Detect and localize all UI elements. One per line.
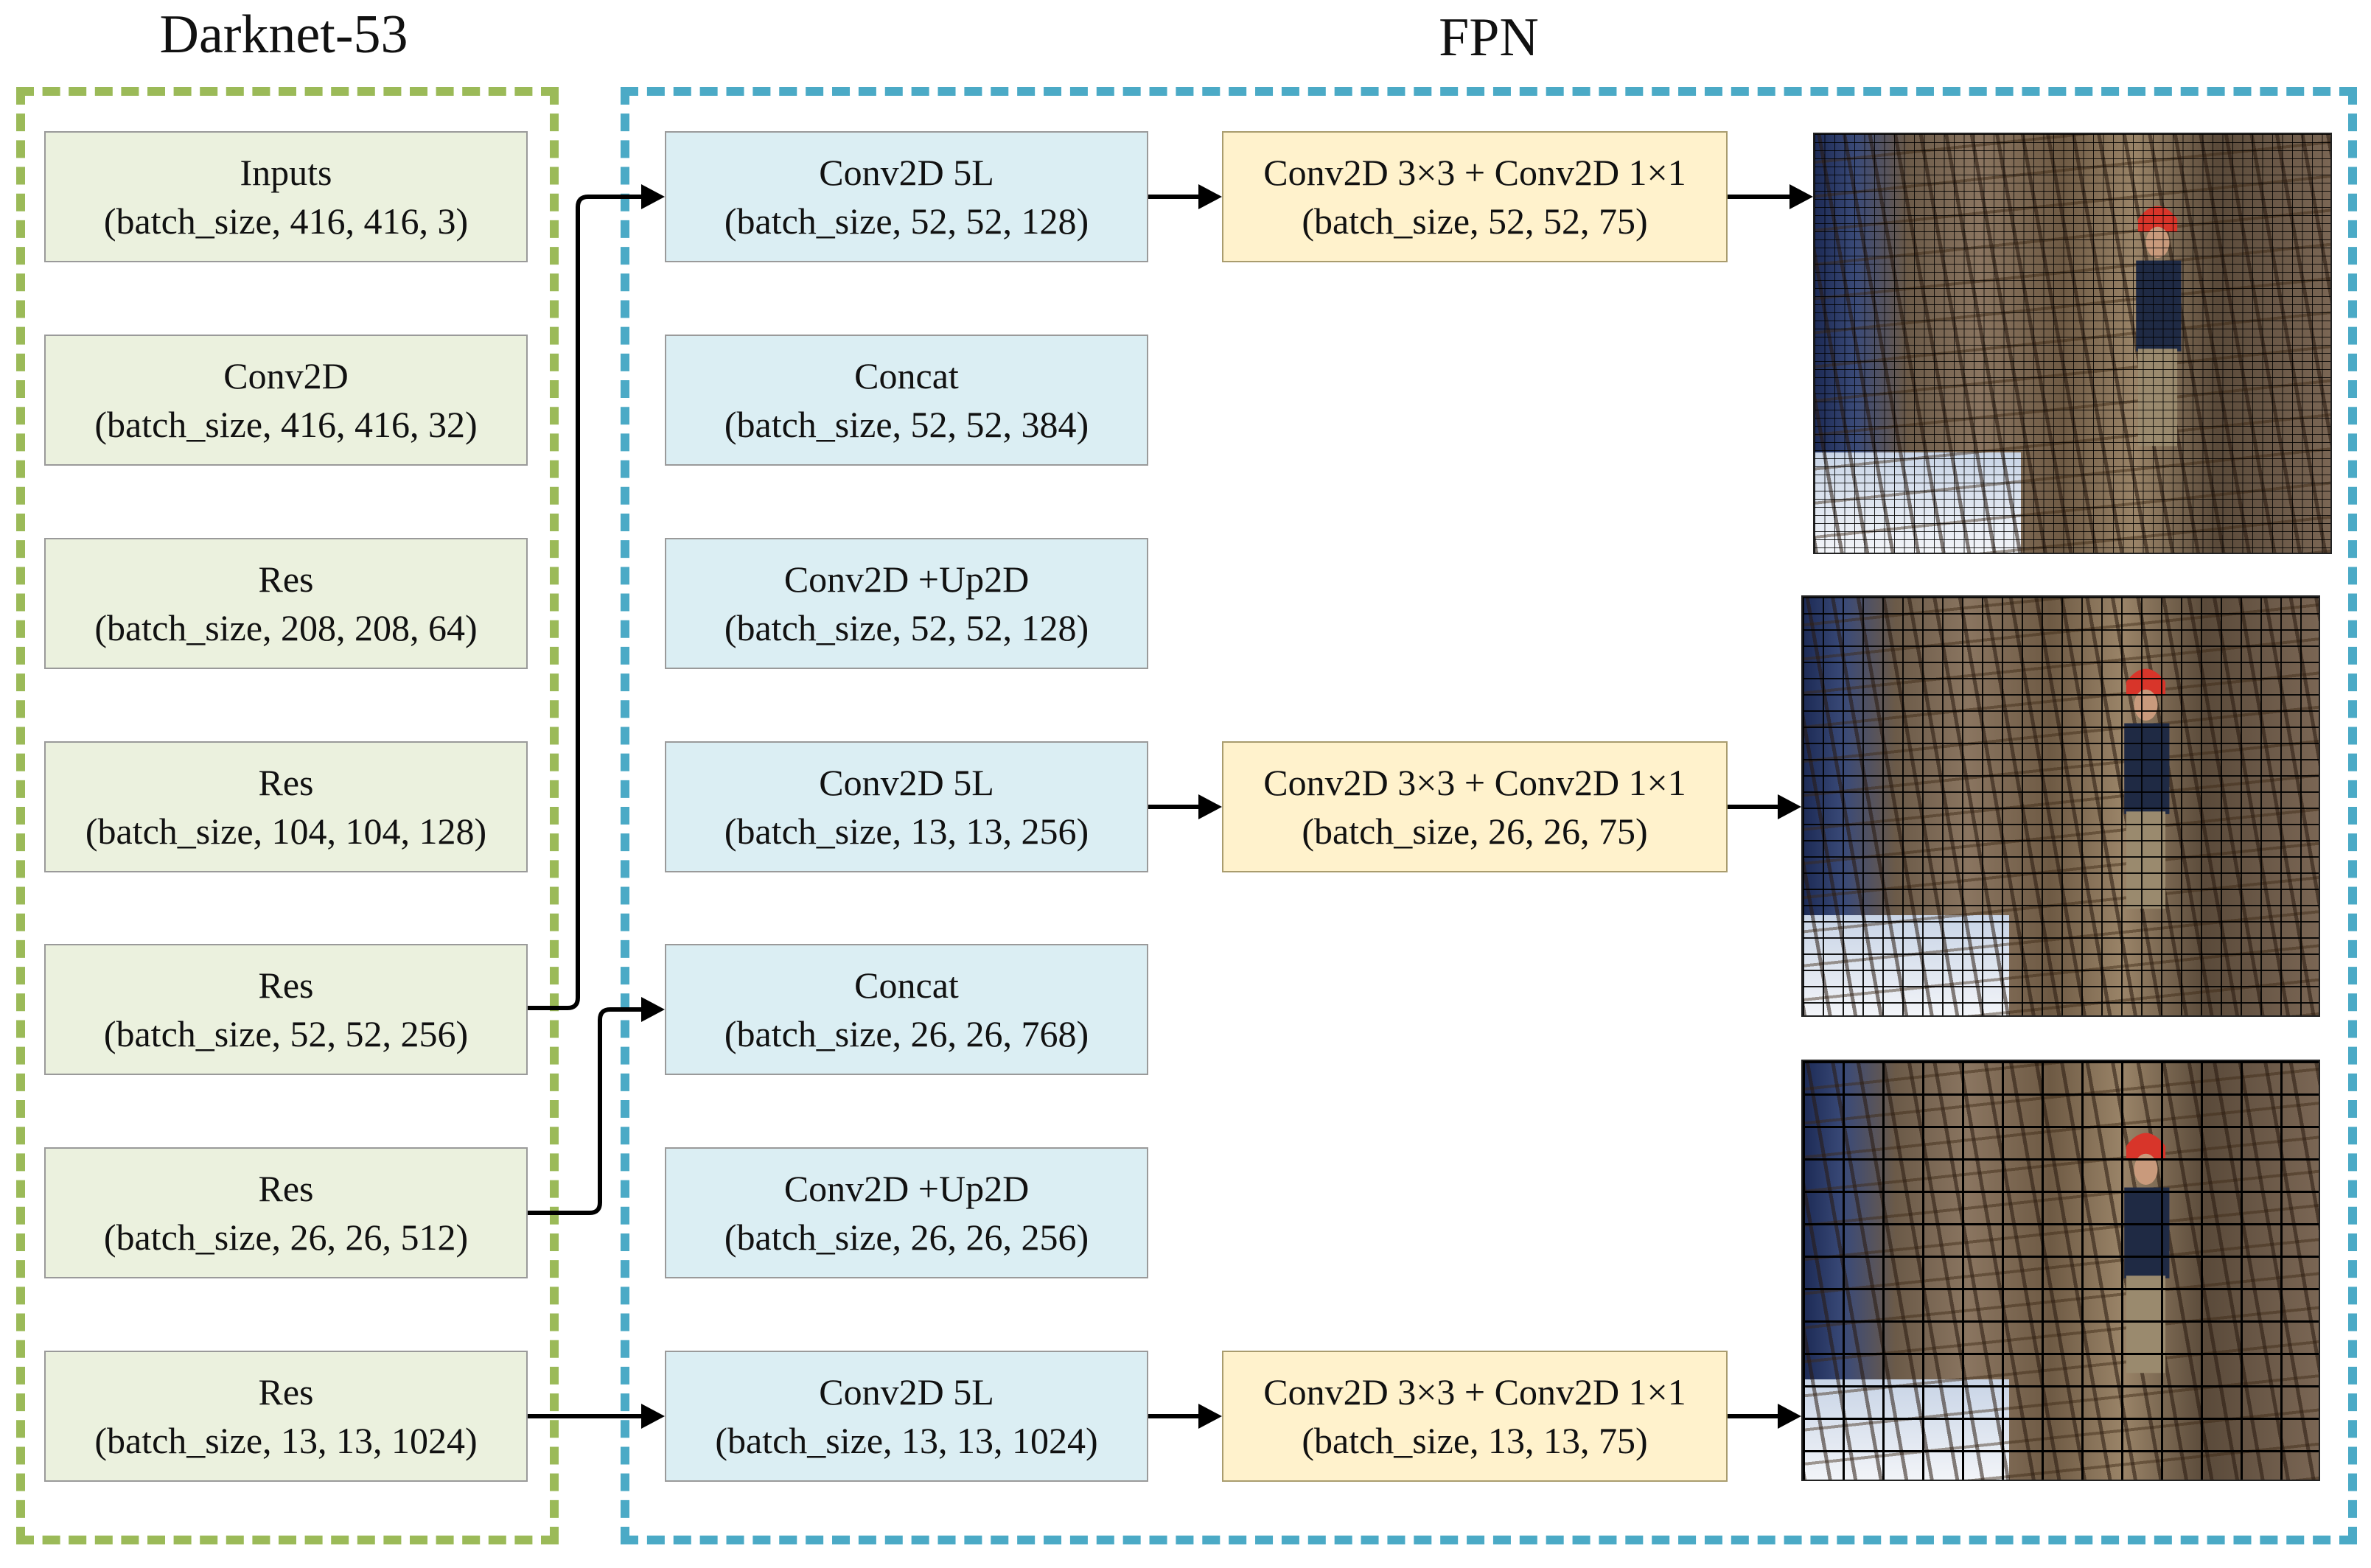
output-image-13-grid bbox=[1801, 1060, 2320, 1481]
fpn-box-conv5l-13: Conv2D 5L (batch_size, 13, 13, 1024) bbox=[665, 1351, 1148, 1482]
fpn-title: FPN bbox=[1439, 7, 1539, 68]
arrow-res52-to-conv5l-52 bbox=[528, 195, 643, 1010]
box-label: Conv2D bbox=[223, 355, 349, 396]
arrowhead bbox=[1778, 794, 1801, 819]
darknet-title: Darknet-53 bbox=[159, 4, 408, 65]
darknet-box-res-104: Res (batch_size, 104, 104, 128) bbox=[44, 741, 528, 872]
box-shape: (batch_size, 52, 52, 75) bbox=[1302, 200, 1648, 242]
fpn-box-conv5l-26: Conv2D 5L (batch_size, 13, 13, 256) bbox=[665, 741, 1148, 872]
arrowhead bbox=[1198, 184, 1222, 209]
box-label: Res bbox=[258, 762, 314, 803]
box-shape: (batch_size, 416, 416, 3) bbox=[103, 200, 469, 242]
box-label: Conv2D +Up2D bbox=[783, 559, 1030, 600]
box-label: Conv2D 5L bbox=[819, 762, 994, 803]
box-label: Conv2D +Up2D bbox=[783, 1168, 1030, 1209]
box-label: Concat bbox=[854, 965, 959, 1006]
darknet-box-res-208: Res (batch_size, 208, 208, 64) bbox=[44, 538, 528, 669]
box-shape: (batch_size, 26, 26, 768) bbox=[724, 1013, 1089, 1054]
grid-overlay-52 bbox=[1815, 134, 2330, 553]
box-label: Conv2D 5L bbox=[819, 1371, 994, 1413]
box-label: Res bbox=[258, 1168, 314, 1209]
arrowhead bbox=[1789, 184, 1813, 209]
box-shape: (batch_size, 52, 52, 256) bbox=[103, 1013, 469, 1054]
fpn-box-up2d-52: Conv2D +Up2D (batch_size, 52, 52, 128) bbox=[665, 538, 1148, 669]
box-label: Conv2D 3×3 + Conv2D 1×1 bbox=[1263, 1371, 1686, 1413]
grid-overlay-26 bbox=[1803, 597, 2319, 1015]
box-shape: (batch_size, 13, 13, 1024) bbox=[715, 1420, 1098, 1461]
box-shape: (batch_size, 26, 26, 256) bbox=[724, 1217, 1089, 1258]
darknet-box-res-26: Res (batch_size, 26, 26, 512) bbox=[44, 1147, 528, 1278]
fpn-box-conv5l-52: Conv2D 5L (batch_size, 52, 52, 128) bbox=[665, 131, 1148, 262]
box-shape: (batch_size, 13, 13, 1024) bbox=[94, 1420, 478, 1461]
box-label: Conv2D 3×3 + Conv2D 1×1 bbox=[1263, 762, 1686, 803]
box-label: Conv2D 5L bbox=[819, 152, 994, 193]
arrowhead bbox=[1778, 1404, 1801, 1429]
head-box-26: Conv2D 3×3 + Conv2D 1×1 (batch_size, 26,… bbox=[1222, 741, 1728, 872]
box-shape: (batch_size, 416, 416, 32) bbox=[94, 404, 478, 445]
darknet-box-res-13: Res (batch_size, 13, 13, 1024) bbox=[44, 1351, 528, 1482]
arrowhead bbox=[1198, 794, 1222, 819]
arrowhead bbox=[641, 1404, 665, 1429]
box-shape: (batch_size, 208, 208, 64) bbox=[94, 607, 478, 648]
box-label: Concat bbox=[854, 355, 959, 396]
box-shape: (batch_size, 52, 52, 128) bbox=[724, 200, 1089, 242]
head-box-13: Conv2D 3×3 + Conv2D 1×1 (batch_size, 13,… bbox=[1222, 1351, 1728, 1482]
box-label: Res bbox=[258, 1371, 314, 1413]
box-label: Res bbox=[258, 559, 314, 600]
fpn-box-concat-26: Concat (batch_size, 26, 26, 768) bbox=[665, 944, 1148, 1075]
output-image-52-grid bbox=[1813, 133, 2332, 554]
fpn-box-concat-52: Concat (batch_size, 52, 52, 384) bbox=[665, 335, 1148, 466]
arrowhead bbox=[1198, 1404, 1222, 1429]
arrowhead bbox=[641, 997, 665, 1022]
box-shape: (batch_size, 52, 52, 384) bbox=[724, 404, 1089, 445]
darknet-box-res-52: Res (batch_size, 52, 52, 256) bbox=[44, 944, 528, 1075]
box-shape: (batch_size, 13, 13, 256) bbox=[724, 811, 1089, 852]
box-shape: (batch_size, 13, 13, 75) bbox=[1302, 1420, 1648, 1461]
grid-overlay-13 bbox=[1803, 1061, 2319, 1480]
box-shape: (batch_size, 52, 52, 128) bbox=[724, 607, 1089, 648]
box-label: Inputs bbox=[240, 152, 332, 193]
arrowhead bbox=[641, 184, 665, 209]
fpn-box-up2d-26: Conv2D +Up2D (batch_size, 26, 26, 256) bbox=[665, 1147, 1148, 1278]
fpn-panel bbox=[621, 87, 2357, 1544]
box-shape: (batch_size, 104, 104, 128) bbox=[85, 811, 487, 852]
box-shape: (batch_size, 26, 26, 75) bbox=[1302, 811, 1648, 852]
head-box-52: Conv2D 3×3 + Conv2D 1×1 (batch_size, 52,… bbox=[1222, 131, 1728, 262]
output-image-26-grid bbox=[1801, 595, 2320, 1017]
arrow-res26-to-concat-26 bbox=[528, 1007, 643, 1215]
darknet-box-conv2d: Conv2D (batch_size, 416, 416, 32) bbox=[44, 335, 528, 466]
box-shape: (batch_size, 26, 26, 512) bbox=[103, 1217, 469, 1258]
box-label: Res bbox=[258, 965, 314, 1006]
box-label: Conv2D 3×3 + Conv2D 1×1 bbox=[1263, 152, 1686, 193]
darknet-box-inputs: Inputs (batch_size, 416, 416, 3) bbox=[44, 131, 528, 262]
darknet-panel bbox=[16, 87, 559, 1544]
